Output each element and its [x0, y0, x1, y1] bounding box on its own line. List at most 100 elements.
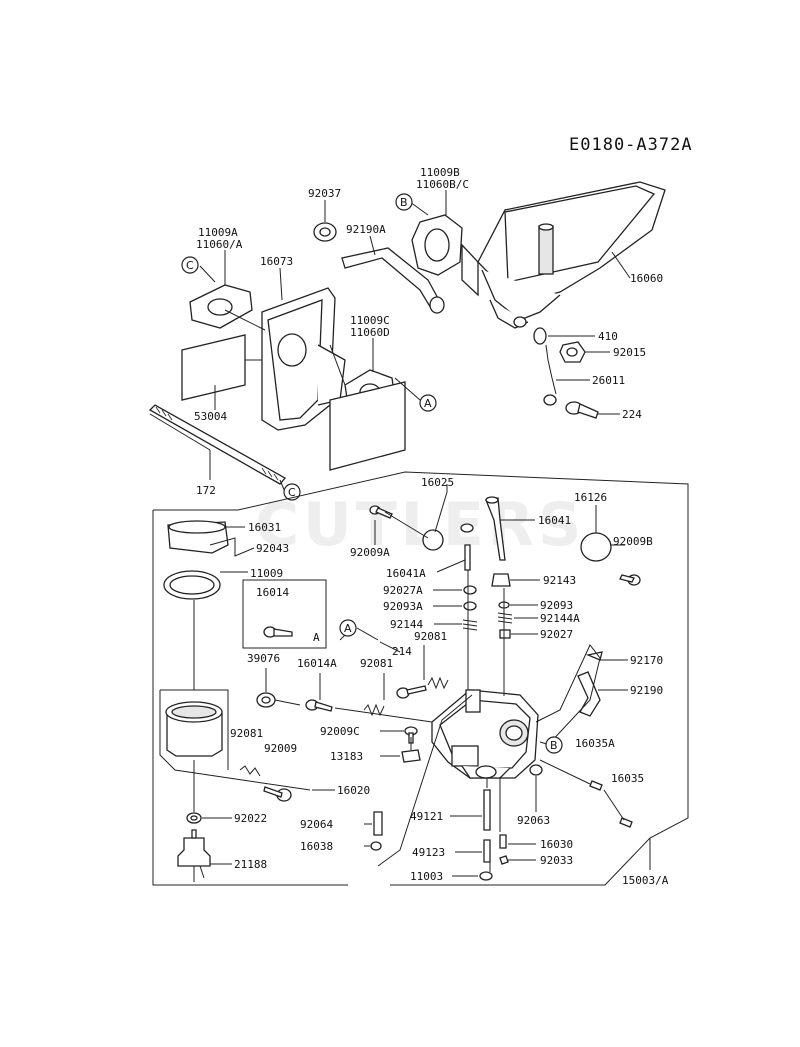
inset-box-16014 [242, 579, 327, 649]
part-92027a [463, 585, 477, 595]
svg-text:B: B [400, 196, 408, 209]
label-16030: 16030 [540, 838, 573, 851]
label-92037: 92037 [308, 187, 341, 200]
jet-16030 [499, 834, 507, 849]
part-92033 [499, 855, 509, 865]
plug-92063 [529, 764, 543, 776]
label-92081-left: 92081 [360, 657, 393, 670]
label-92033: 92033 [540, 854, 573, 867]
diagram-code: E0180-A372A [569, 135, 693, 155]
label-16020: 16020 [337, 784, 370, 797]
clip-92170 [585, 651, 603, 661]
screw-16035a [589, 780, 603, 791]
svg-text:A: A [424, 397, 432, 410]
label-11009b: 11009B [420, 166, 460, 179]
inset-label-16014: 16014 [256, 586, 289, 599]
nozzle-49121 [483, 789, 491, 831]
label-92093a: 92093A [383, 600, 423, 613]
breather-hose-92190a-end [429, 296, 445, 314]
screw-16035 [619, 817, 633, 828]
label-92015: 92015 [613, 346, 646, 359]
label-214: 214 [392, 645, 412, 658]
label-13183: 13183 [330, 750, 363, 763]
bowl-group-bracket [159, 690, 311, 791]
label-92064: 92064 [300, 818, 333, 831]
svg-text:B: B [550, 739, 558, 752]
label-92027: 92027 [540, 628, 573, 641]
label-15003a: 15003/A [622, 874, 669, 887]
ref-c-circle-stud: C [283, 483, 301, 501]
label-49123: 49123 [412, 846, 445, 859]
label-92093: 92093 [540, 599, 573, 612]
valve-92064 [373, 811, 383, 836]
label-16035: 16035 [611, 772, 644, 785]
watermark: CUTLERS [255, 490, 585, 560]
spring-92081-bowl [239, 765, 261, 777]
jet-49123 [483, 839, 491, 863]
inset-screw [263, 626, 293, 638]
bolt-224 [565, 401, 599, 419]
label-172: 172 [196, 484, 216, 497]
ring-11009-inner [169, 575, 215, 595]
label-39076: 39076 [247, 652, 280, 665]
part-92093a [463, 601, 477, 611]
stud-172 [148, 404, 286, 485]
plate-16025 [422, 529, 444, 551]
label-16041a: 16041A [386, 567, 426, 580]
spring-92081-left [363, 703, 385, 717]
oring-16038 [370, 841, 382, 851]
label-92022: 92022 [234, 812, 267, 825]
ref-c-circle-upper: C [181, 256, 199, 274]
plate-16126 [580, 532, 612, 562]
ref-a-circle-lower: A [339, 619, 357, 637]
label-53004: 53004 [194, 410, 227, 423]
ref-b-circle-lower: B [545, 736, 563, 754]
spring-92144a [497, 612, 513, 624]
label-92144: 92144 [390, 618, 423, 631]
screw-92009b [619, 574, 641, 586]
gasket-11009b-port [424, 228, 450, 262]
part-92027 [499, 629, 511, 639]
label-16025: 16025 [421, 476, 454, 489]
label-16014a: 16014A [297, 657, 337, 670]
sheet-53004 [181, 334, 246, 401]
svg-text:C: C [186, 259, 194, 272]
pipe-26011-eye [543, 394, 557, 406]
bracket-16073 [261, 287, 346, 431]
carburetor-body [431, 689, 539, 779]
label-92009a: 92009A [350, 546, 390, 559]
label-26011: 26011 [592, 374, 625, 387]
label-92190a: 92190A [346, 223, 386, 236]
screw-92009a [369, 505, 393, 519]
ref-b-circle-upper: B [395, 193, 413, 211]
label-11060bc: 11060B/C [416, 178, 469, 191]
cover-16031-top [168, 520, 226, 534]
label-11009c: 11009C [350, 314, 390, 327]
washer-410 [533, 327, 547, 345]
gasket-11060d [329, 381, 406, 471]
gasket-11003 [479, 871, 493, 881]
label-11060d: 11060D [350, 326, 390, 339]
nut-92015-hole [566, 347, 578, 357]
ref-a-circle-upper: A [419, 394, 437, 412]
bowl-group-bracket-top [160, 689, 229, 770]
part-92143 [491, 573, 511, 587]
assembly-frame-right [153, 471, 689, 886]
svg-text:A: A [344, 622, 352, 635]
clamp-92037-hole [319, 227, 331, 237]
label-16041: 16041 [538, 514, 571, 527]
gasket-11009a-port [207, 298, 233, 316]
collar-39076 [256, 692, 276, 708]
label-11009a: 11009A [198, 226, 238, 239]
label-92043: 92043 [256, 542, 289, 555]
label-11060a: 11060/A [196, 238, 243, 251]
label-92009b: 92009B [613, 535, 653, 548]
air-cleaner-housing [461, 181, 666, 329]
label-16038: 16038 [300, 840, 333, 853]
spring-92081-upper [427, 676, 449, 690]
label-16031: 16031 [248, 521, 281, 534]
pilot-screw-16014a [305, 699, 333, 712]
label-16060: 16060 [630, 272, 663, 285]
